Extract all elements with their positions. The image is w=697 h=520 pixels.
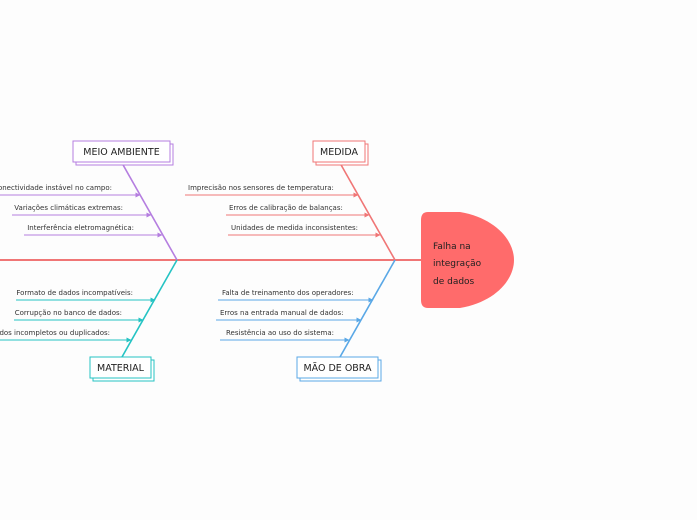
cause-label: Falta de treinamento dos operadores: [222, 289, 354, 297]
effect-head[interactable]: Falha na integração de dados [421, 212, 514, 308]
category-title: MEIO AMBIENTE [83, 147, 159, 158]
category-box-medida[interactable]: MEDIDA [312, 140, 369, 166]
bone-medida [339, 162, 396, 261]
bone-mao-de-obra [339, 259, 396, 358]
branch-medida: Imprecisão nos sensores de temperatura: … [185, 140, 396, 261]
cause-label: Unidades de medida inconsistentes: [231, 224, 358, 232]
cause-label: Corrupção no banco de dados: [15, 309, 122, 317]
category-box-mao-de-obra[interactable]: MÃO DE OBRA [296, 356, 382, 382]
cause-label: Erros na entrada manual de dados: [220, 309, 344, 317]
cause-label: Resistência ao uso do sistema: [226, 329, 334, 337]
cause-label: Formato de dados incompatíveis: [16, 289, 133, 297]
cause-label: Dados incompletos ou duplicados: [0, 329, 110, 337]
bone-material [121, 259, 178, 358]
branch-meio-ambiente: Conectividade instável no campo: Variaçõ… [0, 140, 178, 261]
effect-line-1: Falha na [433, 242, 471, 252]
branch-mao-de-obra: Falta de treinamento dos operadores: Err… [216, 259, 396, 382]
cause-label: Variações climáticas extremas: [14, 204, 123, 212]
effect-head-shape [421, 212, 514, 308]
category-title: MÃO DE OBRA [303, 363, 372, 374]
cause-label: Imprecisão nos sensores de temperatura: [188, 184, 334, 192]
category-box-material[interactable]: MATERIAL [89, 356, 155, 382]
cause-label: Erros de calibração de balanças: [229, 204, 343, 212]
cause-label: Conectividade instável no campo: [0, 184, 112, 192]
category-title: MEDIDA [320, 147, 358, 158]
category-box-meio-ambiente[interactable]: MEIO AMBIENTE [72, 140, 174, 166]
bone-meio-ambiente [121, 162, 178, 261]
category-title: MATERIAL [97, 363, 145, 374]
effect-line-2: integração [433, 259, 482, 269]
cause-label: Interferência eletromagnética: [27, 224, 134, 232]
branch-material: Formato de dados incompatíveis: Corrupçã… [0, 259, 178, 382]
effect-line-3: de dados [433, 277, 475, 287]
